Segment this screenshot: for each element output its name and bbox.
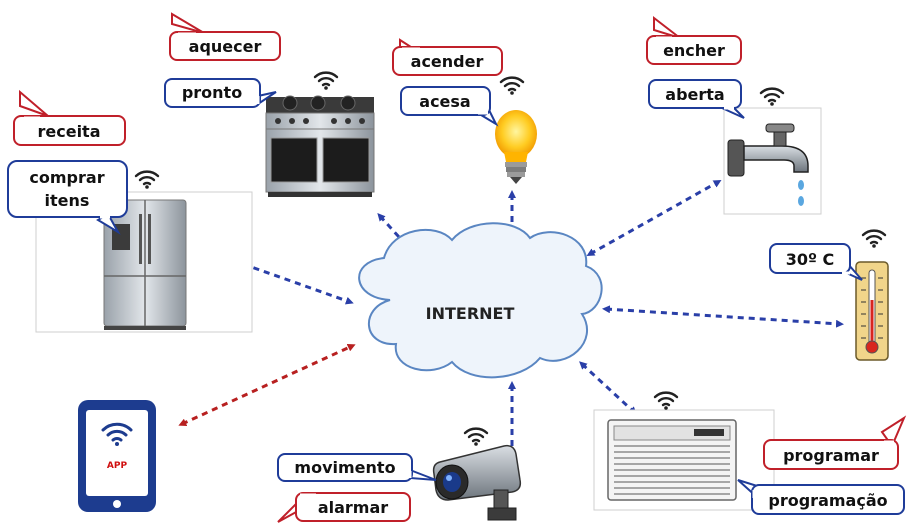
- security-camera-icon: [432, 444, 522, 521]
- link-air-conditioner: [579, 361, 637, 415]
- lightbulb-icon: [495, 110, 537, 184]
- phone-device: APP: [78, 400, 156, 512]
- link-phone: [178, 344, 356, 426]
- lamp-device: acender acesa: [392, 38, 537, 184]
- stove-status-callout: pronto: [164, 78, 277, 108]
- air-conditioner-icon: [607, 419, 737, 501]
- internet-label: INTERNET: [426, 304, 515, 323]
- faucet-icon: [727, 123, 809, 206]
- stove-command-label: aquecer: [189, 37, 262, 56]
- internet-cloud: INTERNET: [358, 222, 603, 379]
- stove-device: aquecer pronto: [164, 12, 375, 197]
- wifi-icon: [653, 391, 679, 410]
- camera-device: movimento alarmar: [277, 427, 522, 523]
- fridge-command-label: receita: [37, 122, 100, 141]
- camera-command-callout: alarmar: [277, 492, 411, 523]
- ac-status-callout: programação: [737, 479, 905, 515]
- faucet-command-callout: encher: [646, 15, 742, 65]
- lamp-command-label: acender: [411, 52, 484, 71]
- lamp-status-label: acesa: [419, 92, 470, 111]
- stove-command-callout: aquecer: [169, 12, 281, 61]
- ac-command-label: programar: [783, 446, 879, 465]
- wifi-icon: [463, 427, 489, 446]
- fridge-device: receita comprar itens: [7, 89, 253, 333]
- wifi-icon: [134, 170, 160, 189]
- faucet-device: encher aberta: [646, 15, 822, 215]
- stove-icon: [265, 95, 375, 197]
- wifi-icon: [499, 76, 525, 95]
- faucet-status-callout: aberta: [648, 79, 745, 119]
- refrigerator-icon: [103, 199, 187, 330]
- thermometer-icon: [855, 261, 889, 361]
- ac-status-label: programação: [768, 491, 887, 510]
- fridge-status-line2: itens: [45, 191, 90, 210]
- thermometer-reading-label: 30º C: [786, 250, 835, 269]
- lamp-status-callout: acesa: [400, 86, 499, 127]
- smartphone-icon: APP: [78, 400, 156, 512]
- fridge-status-callout: comprar itens: [7, 160, 128, 235]
- fridge-status-line1: comprar: [29, 168, 104, 187]
- wifi-icon: [861, 229, 887, 248]
- camera-status-callout: movimento: [277, 453, 437, 482]
- cloud-icon: [358, 222, 603, 379]
- stove-status-label: pronto: [182, 83, 242, 102]
- link-thermometer: [602, 305, 844, 328]
- thermometer-reading-callout: 30º C: [769, 243, 863, 281]
- thermometer-device: 30º C: [769, 229, 889, 361]
- air-conditioner-device: programar programação: [593, 391, 907, 515]
- ac-command-callout: programar: [763, 415, 907, 470]
- camera-command-label: alarmar: [318, 498, 388, 517]
- link-faucet: [586, 180, 722, 256]
- camera-status-label: movimento: [294, 458, 395, 477]
- lamp-command-callout: acender: [392, 38, 503, 76]
- wifi-icon: [759, 87, 785, 106]
- wifi-icon: [313, 71, 339, 90]
- faucet-status-label: aberta: [665, 85, 724, 104]
- fridge-command-callout: receita: [13, 89, 126, 146]
- phone-app-label: APP: [107, 461, 128, 471]
- faucet-command-label: encher: [663, 41, 725, 60]
